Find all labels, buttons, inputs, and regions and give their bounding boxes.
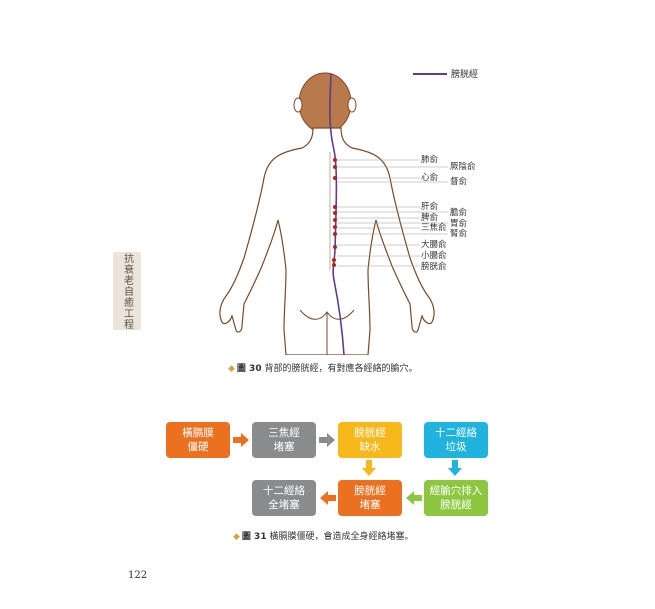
acupoint-label: 小腸俞 xyxy=(421,251,447,261)
acupoint-label: 三焦俞 xyxy=(421,223,447,233)
figure-30-number: 圖 30 xyxy=(236,364,262,374)
figure-31-number: 圖 31 xyxy=(241,532,267,542)
figure-30-caption: ◆圖 30 背部的膀胱經，有對應各經絡的腧穴。 xyxy=(228,364,418,374)
acupoint-label: 膽俞 xyxy=(450,208,468,218)
flow-box-bladder-blocked: 膀胱經 堵塞 xyxy=(338,480,402,516)
legend-label: 膀胱經 xyxy=(451,70,479,80)
acupoint-label: 大腸俞 xyxy=(421,240,447,250)
acupoint-label: 心俞 xyxy=(421,173,439,183)
back-body-illustration xyxy=(219,72,448,355)
flow-box-acupoint-drain: 經腧穴排入 膀胱經 xyxy=(424,480,488,516)
acupoint-label: 脾俞 xyxy=(421,213,439,223)
page-number: 122 xyxy=(128,570,148,581)
flow-box-meridian-waste: 十二經絡 垃圾 xyxy=(424,422,488,458)
acupoint-label: 督俞 xyxy=(450,177,468,187)
arrow-right-1 xyxy=(233,433,249,447)
acupoint-label: 肺俞 xyxy=(421,155,439,165)
arrow-left-2 xyxy=(320,491,336,505)
acupoint-markers xyxy=(332,158,337,267)
chapter-side-tab-label: 抗衰老自癒工程 xyxy=(121,252,133,330)
flow-box-bladder-dehydrated: 膀胱經 缺水 xyxy=(338,422,402,458)
acupoint-leader-lines xyxy=(337,159,448,267)
figure-31-caption: ◆圖 31 橫膈膜僵硬，會造成全身經絡堵塞。 xyxy=(233,532,414,542)
chapter-side-tab: 抗衰老自癒工程 xyxy=(113,252,141,330)
figure-31-text: 橫膈膜僵硬，會造成全身經絡堵塞。 xyxy=(269,532,414,542)
acupoint-label: 厥陰俞 xyxy=(450,162,476,172)
head-hair xyxy=(298,72,352,134)
arrow-down-2 xyxy=(448,460,462,476)
acupoint-label: 胃俞 xyxy=(450,219,468,229)
body-outline xyxy=(219,127,435,355)
arrow-down-1 xyxy=(362,460,376,476)
flow-arrows xyxy=(233,433,462,505)
figure-30-text: 背部的膀胱經，有對應各經絡的腧穴。 xyxy=(264,364,418,374)
flow-box-all-meridians-blocked: 十二經絡 全堵塞 xyxy=(252,480,316,516)
arrow-right-2 xyxy=(319,433,335,447)
acupoint-label: 肝俞 xyxy=(421,202,439,212)
acupoint-label: 腎俞 xyxy=(450,229,468,239)
arrow-left-1 xyxy=(406,491,422,505)
acupoint-label: 膀胱俞 xyxy=(421,262,447,272)
bladder-meridian-line xyxy=(329,73,345,355)
legend-line-swatch xyxy=(413,73,447,75)
flow-box-diaphragm-stiff: 橫膈膜 僵硬 xyxy=(166,422,230,458)
flow-box-sanjiao-blocked: 三焦經 堵塞 xyxy=(252,422,316,458)
